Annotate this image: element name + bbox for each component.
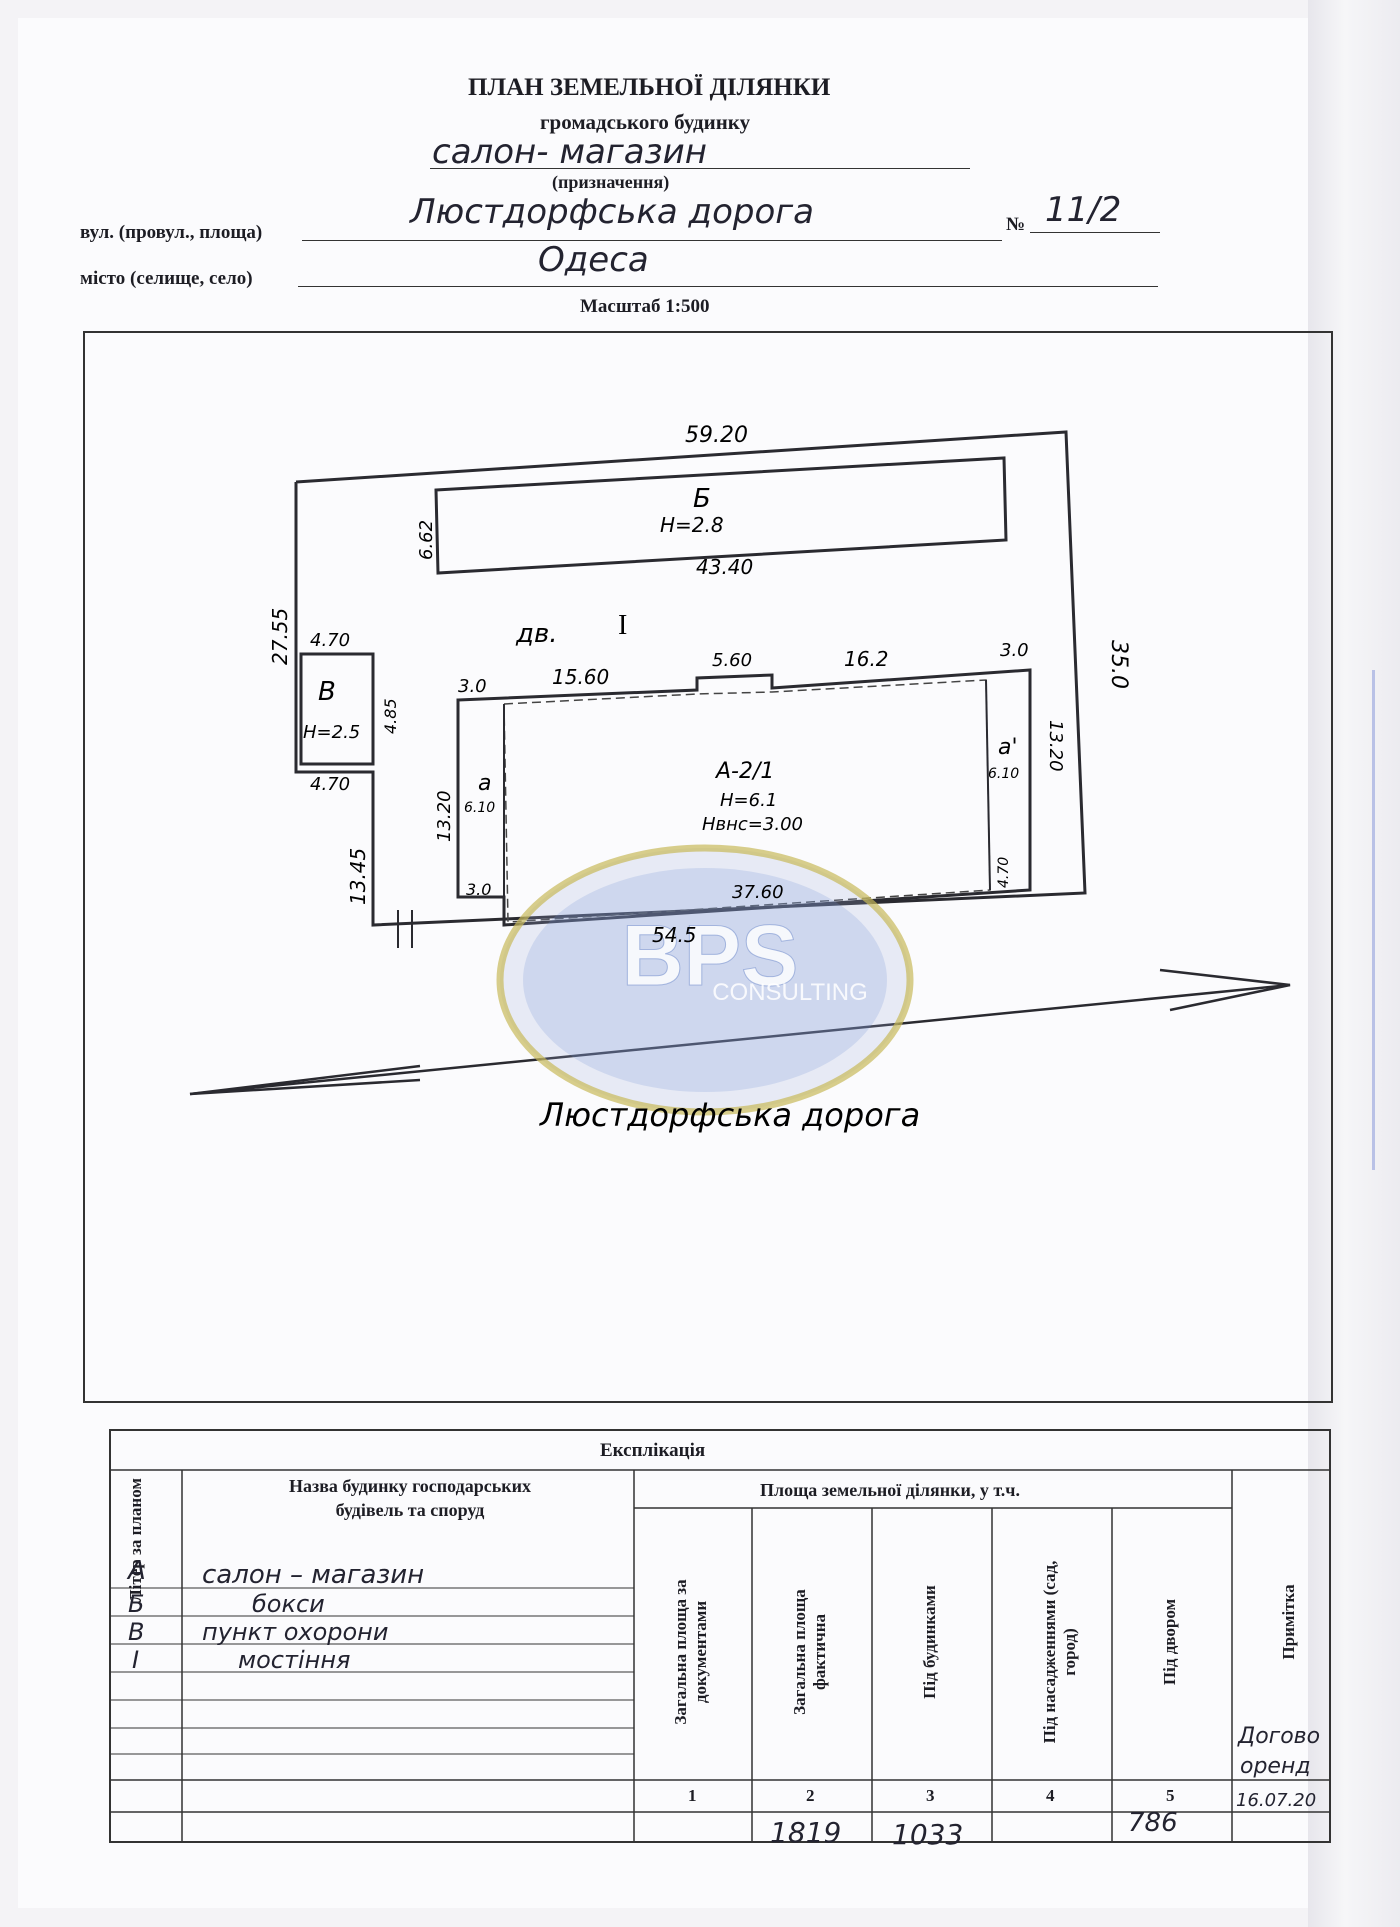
ex-row-name-a: салон – магазин — [202, 1560, 425, 1590]
street-value: Люстдорфська дорога — [410, 192, 814, 232]
explication-title: Експлікація — [600, 1440, 706, 1461]
ex-row-name-b: бокси — [252, 1590, 325, 1618]
city-underline — [298, 286, 1158, 287]
number-underline — [1030, 232, 1160, 233]
ex-header-yard: Під двором — [1160, 1598, 1179, 1686]
document-subtitle: громадського будинку — [540, 110, 751, 134]
ex-num-4: 4 — [1046, 1786, 1055, 1805]
ex-header-area-group: Площа земельної ділянки, у т.ч. — [760, 1480, 1020, 1500]
ex-num-5: 5 — [1166, 1786, 1175, 1805]
ex-row-name-i: мостіння — [238, 1646, 351, 1674]
ex-num-1: 1 — [688, 1786, 697, 1805]
ex-total-buildings: 1033 — [892, 1818, 964, 1851]
ex-header-area-docs: Загальна площа за документами — [671, 1579, 710, 1725]
ex-row-letter-v: В — [128, 1618, 145, 1646]
purpose-label: (призначення) — [552, 172, 670, 192]
ex-num-2: 2 — [806, 1786, 815, 1805]
ex-row-letter-b: Б — [128, 1590, 145, 1618]
ex-header-plantings: Під насадженнями (сад, город) — [1040, 1560, 1079, 1744]
fold-edge-line — [1372, 670, 1375, 1170]
page-fold — [1308, 0, 1400, 1927]
ex-note-line-1: Догово — [1238, 1724, 1321, 1749]
city-value: Одеса — [538, 240, 649, 280]
ex-note-line-2: оренд — [1240, 1754, 1311, 1779]
ex-header-buildings: Під будинками — [920, 1585, 939, 1699]
ex-row-letter-a: А — [128, 1556, 146, 1586]
ex-total-area-actual: 1819 — [770, 1816, 842, 1849]
ex-header-area-actual: Загальна площа фактична — [790, 1589, 829, 1715]
scale-label: Масштаб 1:500 — [580, 296, 710, 317]
purpose-value: салон- магазин — [432, 132, 707, 172]
ex-note-line-3: 16.07.20 — [1236, 1790, 1317, 1811]
ex-num-3: 3 — [926, 1786, 935, 1805]
ex-total-yard: 786 — [1128, 1808, 1178, 1838]
number-value: 11/2 — [1045, 190, 1122, 230]
ex-row-letter-i: І — [132, 1646, 140, 1674]
number-label: № — [1006, 214, 1026, 235]
street-underline — [302, 240, 1002, 241]
city-label: місто (селище, село) — [80, 268, 253, 289]
ex-header-name: Назва будинку господарських будівель та … — [288, 1476, 532, 1520]
ex-header-note: Примітка — [1279, 1584, 1298, 1660]
ex-row-name-v: пункт охорони — [202, 1618, 389, 1646]
document-title: ПЛАН ЗЕМЕЛЬНОЇ ДІЛЯНКИ — [468, 74, 831, 101]
street-label: вул. (провул., площа) — [80, 222, 263, 243]
purpose-underline — [430, 168, 970, 169]
